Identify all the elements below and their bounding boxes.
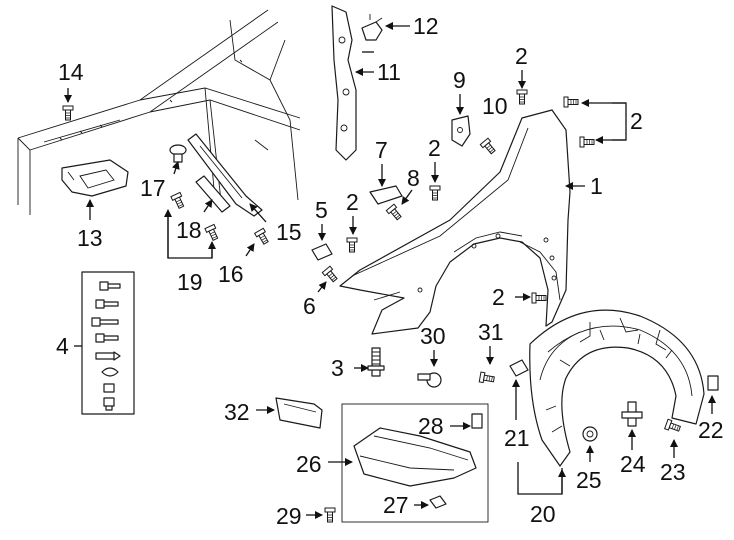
- part-3-stud: [367, 347, 385, 377]
- callout-21: 21: [504, 425, 530, 451]
- callout-23: 23: [660, 459, 686, 485]
- part-2-bolt-c: [579, 136, 595, 148]
- callout-2: 2: [630, 108, 643, 134]
- callout-15: 15: [276, 219, 302, 245]
- callout-2: 2: [346, 189, 359, 215]
- callout-labels: 1 2 2 2 2 2 3 4 5 6 7 8 9 10 11 12 13 14…: [56, 13, 724, 529]
- part-23-screw: [664, 418, 682, 434]
- callout-22: 22: [698, 417, 724, 443]
- callout-28: 28: [418, 413, 444, 439]
- callout-5: 5: [315, 197, 328, 223]
- callout-4: 4: [56, 333, 69, 359]
- part-6-bolt: [321, 265, 340, 284]
- part-9-bracket: [451, 115, 471, 147]
- part-2-bolt-f: [531, 292, 547, 304]
- callout-2: 2: [515, 43, 528, 69]
- part-8-bolt: [385, 203, 404, 222]
- part-7-bracket: [369, 185, 403, 205]
- callout-6: 6: [303, 293, 316, 319]
- part-11-bracket: [331, 5, 357, 161]
- part-2-bolt-d: [429, 185, 441, 201]
- part-21-clip: [509, 359, 529, 377]
- part-25-nut: [582, 426, 598, 442]
- callout-13: 13: [77, 225, 103, 251]
- part-24-fastener: [621, 401, 643, 427]
- callout-12: 12: [413, 13, 439, 39]
- part-13-bracket: [61, 159, 129, 197]
- part-4-hardware-kit: [81, 271, 135, 415]
- part-22-nut: [707, 375, 719, 391]
- callout-14: 14: [58, 59, 84, 85]
- callout-20: 20: [530, 501, 556, 527]
- callout-11: 11: [377, 59, 401, 85]
- callout-1: 1: [590, 173, 603, 199]
- callout-25: 25: [576, 467, 602, 493]
- part-2-bolt-b: [563, 96, 579, 108]
- leader-lines: [64, 22, 716, 519]
- part-29-bolt: [324, 507, 336, 523]
- part-14-bolt: [62, 105, 74, 121]
- part-1-fender: [339, 109, 571, 335]
- callout-29: 29: [276, 503, 302, 529]
- part-12-clip: [361, 14, 383, 41]
- body-structure: [17, 9, 301, 215]
- callout-30: 30: [420, 323, 446, 349]
- callout-10: 10: [482, 93, 508, 119]
- callout-18: 18: [176, 217, 202, 243]
- callout-19: 19: [177, 269, 203, 295]
- callout-32: 32: [224, 399, 250, 425]
- part-20-wheel-liner: [529, 309, 705, 467]
- part-2-bolt-a: [516, 89, 528, 105]
- part-16-screw: [254, 227, 271, 246]
- part-5-clip: [311, 243, 333, 261]
- callout-2: 2: [428, 135, 441, 161]
- callout-17: 17: [140, 175, 166, 201]
- part-31-screw: [478, 371, 496, 385]
- part-18-pad: [195, 175, 231, 213]
- part-15-seal: [187, 133, 263, 217]
- part-28-bracket: [471, 413, 483, 429]
- callout-24: 24: [620, 451, 646, 477]
- part-27-clip: [429, 495, 447, 509]
- parts-group-box: [341, 403, 489, 523]
- callout-26: 26: [296, 451, 322, 477]
- callout-3: 3: [331, 355, 344, 381]
- part-19-screw-b: [204, 223, 221, 242]
- callout-7: 7: [375, 137, 388, 163]
- callout-8: 8: [407, 165, 420, 191]
- part-32-bracket: [275, 397, 323, 429]
- callout-9: 9: [453, 67, 466, 93]
- part-19-screw-a: [170, 191, 187, 210]
- part-26-splash-shield: [353, 427, 477, 487]
- callout-27: 27: [383, 492, 409, 518]
- callout-16: 16: [218, 261, 244, 287]
- part-30-screw: [417, 372, 442, 388]
- part-2-bolt-e: [346, 237, 358, 253]
- callout-31: 31: [478, 319, 504, 345]
- callout-2: 2: [492, 284, 505, 310]
- part-10-bolt: [479, 137, 498, 156]
- part-17-clip: [169, 144, 187, 163]
